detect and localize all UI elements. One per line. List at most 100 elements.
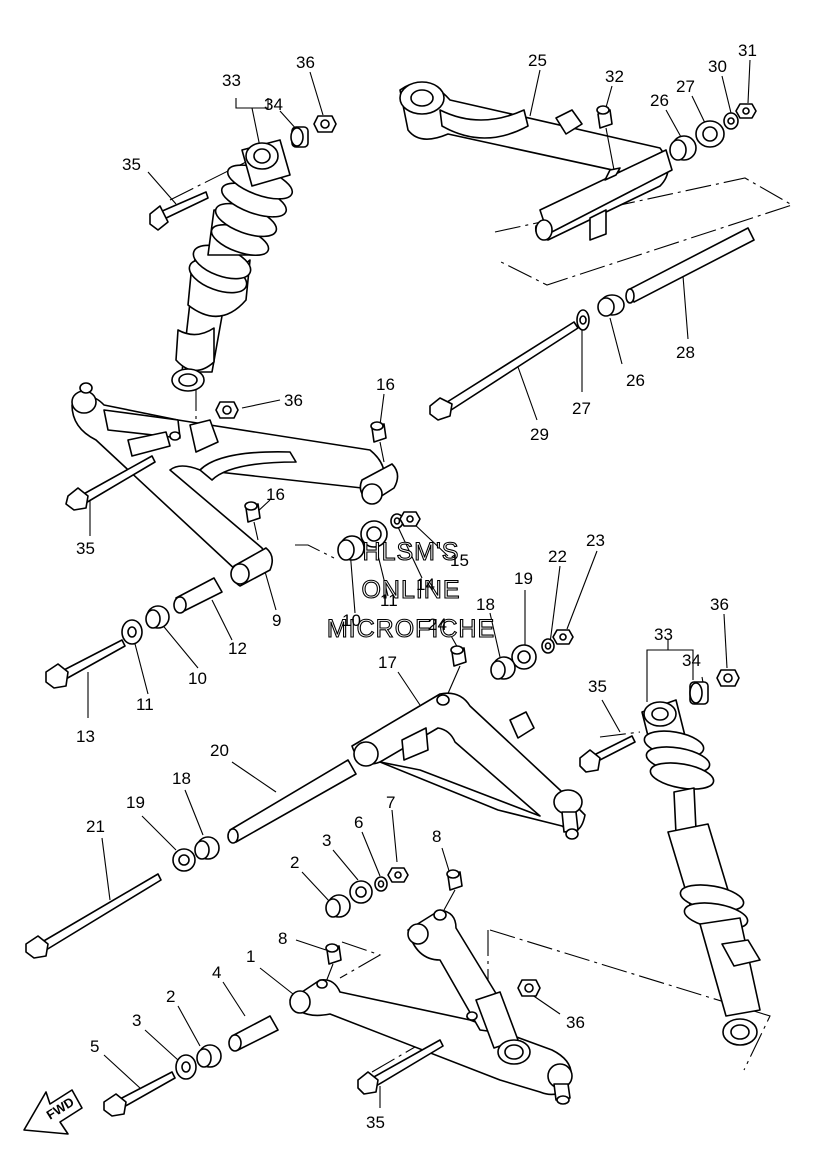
callout-11: 11 bbox=[136, 695, 154, 714]
bushing-34-lower bbox=[689, 681, 709, 705]
callout-3: 3 bbox=[322, 831, 331, 850]
callout-36: 36 bbox=[710, 595, 729, 614]
grease-nipple-8-right bbox=[443, 869, 463, 911]
bolt-35-bottom bbox=[357, 1039, 444, 1095]
callout-5: 5 bbox=[90, 1037, 99, 1056]
washer-22 bbox=[541, 638, 555, 654]
callout-17: 17 bbox=[378, 653, 397, 672]
callout-27: 27 bbox=[572, 399, 591, 418]
callout-19: 19 bbox=[514, 569, 533, 588]
watermark-line-1: HLSM'S bbox=[363, 538, 460, 566]
washer-19-left bbox=[172, 848, 196, 872]
washer-27-lower bbox=[576, 309, 590, 331]
callout-29: 29 bbox=[530, 425, 549, 444]
bolt-5 bbox=[103, 1071, 176, 1117]
callout-26: 26 bbox=[650, 91, 669, 110]
bushing-34-upper bbox=[290, 126, 309, 148]
bushing-18-right bbox=[490, 656, 516, 680]
bolt-21 bbox=[25, 873, 162, 959]
nut-15 bbox=[399, 511, 421, 527]
callout-10: 10 bbox=[188, 669, 207, 688]
bolt-35-middle bbox=[65, 455, 156, 511]
bolt-35-right bbox=[579, 735, 636, 773]
nut-36-bottom bbox=[517, 979, 541, 997]
callout-3: 3 bbox=[132, 1011, 141, 1030]
lower-arm-1 bbox=[289, 909, 573, 1105]
callout-24: 24 bbox=[428, 615, 447, 634]
nut-36-middle bbox=[215, 401, 239, 419]
callout-18: 18 bbox=[172, 769, 191, 788]
callout-22: 22 bbox=[548, 547, 567, 566]
watermark-line-3: MICROFICHE bbox=[327, 615, 495, 643]
bushing-26-upper bbox=[669, 135, 697, 161]
callout-10: 10 bbox=[342, 611, 361, 630]
grease-nipple-24 bbox=[445, 645, 467, 699]
fwd-direction-arrow: FWD bbox=[23, 1089, 83, 1135]
callout-7: 7 bbox=[386, 793, 395, 812]
nut-36-upper bbox=[313, 115, 337, 133]
callout-9: 9 bbox=[272, 611, 281, 630]
callout-35: 35 bbox=[588, 677, 607, 696]
upper-arm-25 bbox=[399, 81, 673, 241]
callout-19: 19 bbox=[126, 793, 145, 812]
nut-23 bbox=[552, 629, 574, 645]
collar-12 bbox=[173, 577, 223, 614]
shaft-20 bbox=[227, 759, 357, 844]
callout-11: 11 bbox=[380, 591, 398, 610]
washer-6 bbox=[374, 876, 388, 892]
callout-13: 13 bbox=[76, 727, 95, 746]
callout-16: 16 bbox=[266, 485, 285, 504]
callout-35: 35 bbox=[366, 1113, 385, 1132]
callout-35: 35 bbox=[122, 155, 141, 174]
callout-18: 18 bbox=[476, 595, 495, 614]
callout-31: 31 bbox=[738, 41, 757, 60]
bolt-29 bbox=[429, 321, 579, 421]
callout-34: 34 bbox=[264, 95, 283, 114]
bushing-18-left bbox=[194, 836, 220, 860]
callout-35: 35 bbox=[76, 539, 95, 558]
watermark: HLSM'S ONLINE MICROFICHE bbox=[326, 537, 495, 643]
callout-36: 36 bbox=[566, 1013, 585, 1032]
callout-labels: 33 36 34 35 25 32 30 31 27 26 28 26 27 2… bbox=[76, 41, 757, 1132]
bushing-26-lower bbox=[597, 294, 625, 317]
callout-16: 16 bbox=[376, 375, 395, 394]
grease-nipple-8-left bbox=[325, 943, 342, 983]
nut-7 bbox=[387, 867, 409, 883]
washer-11-left bbox=[121, 619, 143, 645]
callout-33: 33 bbox=[654, 625, 673, 644]
bushing-2-right bbox=[325, 894, 351, 918]
callout-36: 36 bbox=[296, 53, 315, 72]
washer-3-left bbox=[175, 1054, 197, 1080]
callout-26: 26 bbox=[626, 371, 645, 390]
washer-27-upper bbox=[695, 120, 725, 148]
nut-36-lower-right bbox=[716, 669, 740, 687]
grease-nipple-32 bbox=[596, 105, 615, 171]
callout-36: 36 bbox=[284, 391, 303, 410]
washer-19-right bbox=[511, 644, 537, 670]
shaft-28 bbox=[625, 227, 755, 304]
collar-4 bbox=[228, 1015, 279, 1052]
bushing-10-left bbox=[145, 605, 170, 629]
callout-20: 20 bbox=[210, 741, 229, 760]
callout-6: 6 bbox=[354, 813, 363, 832]
lower-arm-9 bbox=[71, 382, 399, 587]
callout-25: 25 bbox=[528, 51, 547, 70]
callout-28: 28 bbox=[676, 343, 695, 362]
callout-14: 14 bbox=[416, 575, 435, 594]
callout-1: 1 bbox=[246, 947, 255, 966]
bushing-2-left bbox=[196, 1044, 222, 1068]
callout-8: 8 bbox=[432, 827, 441, 846]
callout-27: 27 bbox=[676, 77, 695, 96]
callout-32: 32 bbox=[605, 67, 624, 86]
callout-15: 15 bbox=[450, 551, 469, 570]
bolt-35-upper bbox=[149, 191, 209, 231]
grease-nipple-16-a bbox=[370, 421, 387, 463]
bushing-10-right bbox=[337, 535, 365, 561]
shock-absorber-upper bbox=[171, 139, 294, 392]
callout-2: 2 bbox=[166, 987, 175, 1006]
shock-absorber-lower bbox=[641, 699, 761, 1046]
bolt-13 bbox=[45, 639, 126, 689]
callout-33: 33 bbox=[222, 71, 241, 90]
